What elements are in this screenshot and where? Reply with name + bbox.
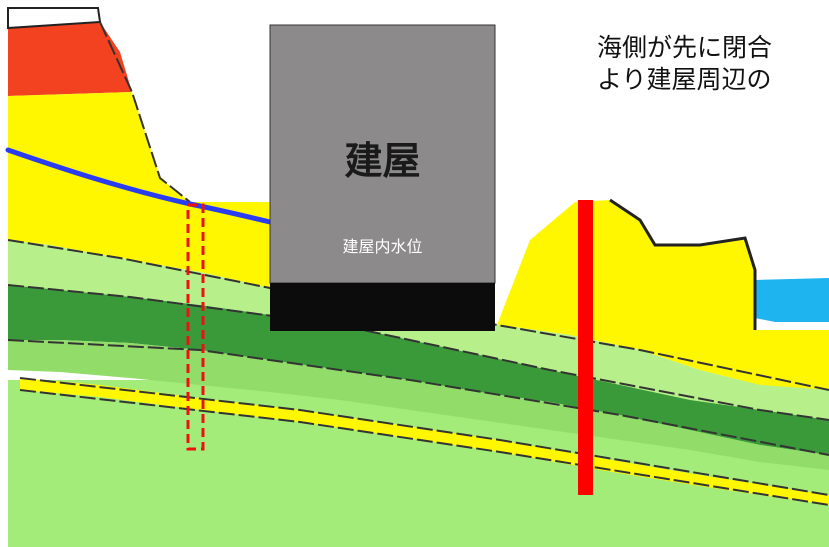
explanation-caption: 海側が先に閉合 より建屋周辺の xyxy=(597,32,829,96)
strata-outlines xyxy=(7,21,829,506)
foundation-slope xyxy=(270,283,495,330)
dashed-impermeable-wall xyxy=(186,203,205,451)
sea-wall-profile xyxy=(609,198,757,330)
groundwater-level-line xyxy=(5,147,273,225)
building-water-level-label: 建屋内水位 xyxy=(342,237,423,256)
caption-line-1: 海側が先に閉合 xyxy=(597,33,773,62)
yellow-fill-layer xyxy=(8,92,829,390)
dark-green-layer xyxy=(8,285,829,455)
red-topsoil-layer xyxy=(8,22,132,96)
building-label: 建屋 xyxy=(344,138,421,183)
mid-green-layer xyxy=(8,340,829,470)
seaside-impermeable-wall xyxy=(578,200,593,495)
sea-water xyxy=(755,278,829,322)
caption-line-2: より建屋周辺の xyxy=(597,65,772,94)
